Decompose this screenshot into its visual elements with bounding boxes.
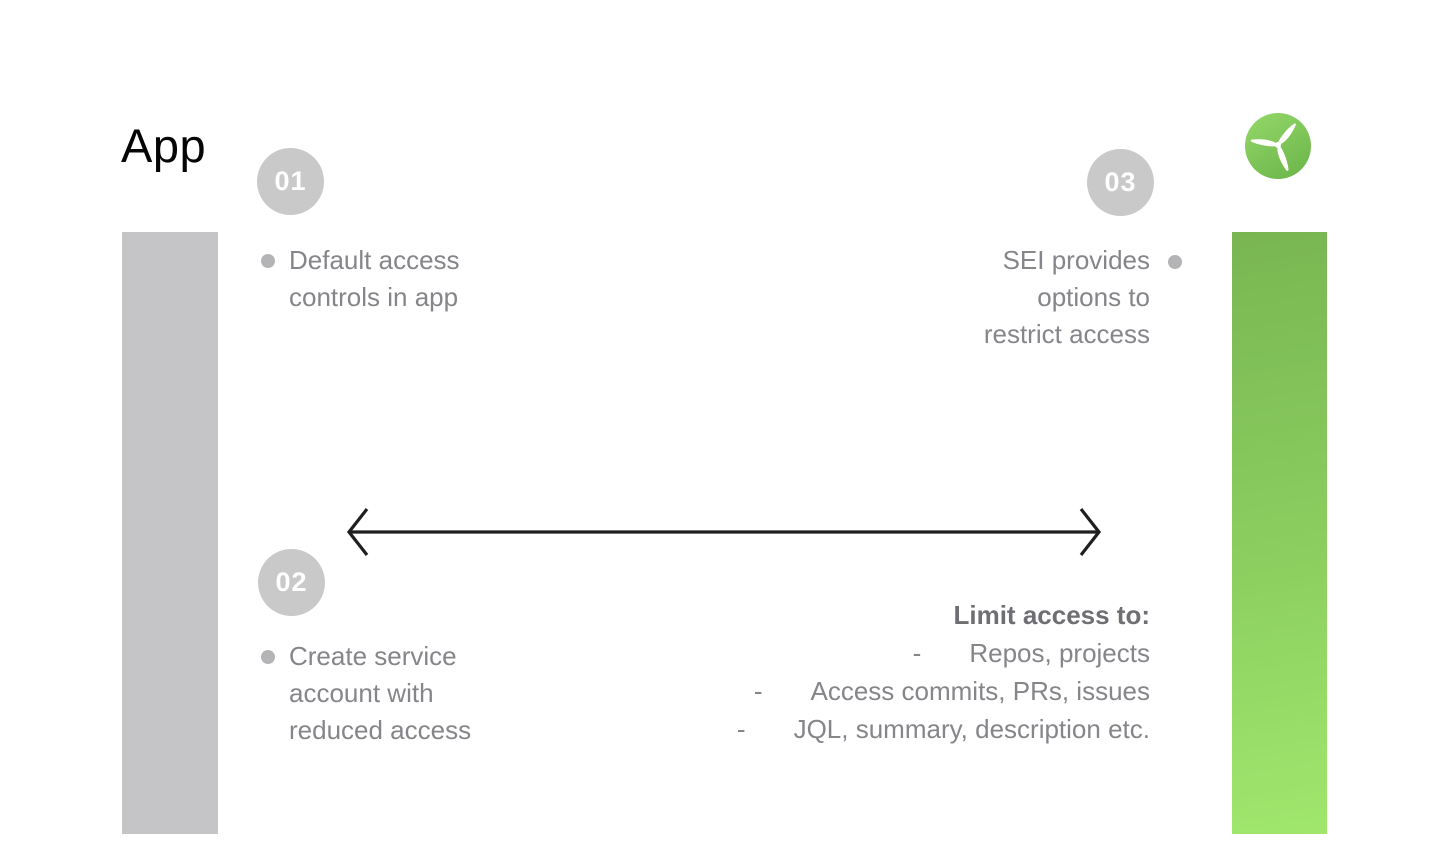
step-text-line: account with: [289, 678, 434, 708]
step-text-line: options to: [1037, 282, 1150, 312]
step-text-line: SEI provides: [1002, 245, 1150, 275]
list-item-text: JQL, summary, description etc.: [793, 714, 1150, 744]
step-text-default-access: Default access controls in app: [289, 242, 460, 316]
step-text-line: reduced access: [289, 715, 472, 745]
limit-access-block: Limit access to: - Repos, projects - Acc…: [737, 596, 1150, 748]
dash-bullet: -: [912, 638, 922, 668]
bullet-dot-icon: [261, 650, 275, 664]
bullet-dot-icon: [1168, 255, 1182, 269]
step-number-02: 02: [275, 567, 308, 597]
step-text-sei-restrict: SEI provides options to restrict access: [984, 242, 1150, 353]
right-green-bar: [1232, 232, 1327, 834]
list-item-text: Access commits, PRs, issues: [810, 676, 1150, 706]
step-badge-01: 01: [257, 148, 324, 215]
step-text-line: controls in app: [289, 282, 459, 312]
step-text-line: restrict access: [983, 319, 1150, 349]
bullet-dot-icon: [261, 254, 275, 268]
list-item: - Repos, projects: [737, 634, 1150, 672]
step-badge-02: 02: [258, 549, 325, 616]
step-badge-03: 03: [1087, 149, 1154, 216]
step-text-service-account: Create service account with reduced acce…: [289, 638, 471, 749]
propeller-logo-icon: [1245, 113, 1311, 179]
list-item-text: Repos, projects: [969, 638, 1150, 668]
double-arrow-icon: [346, 508, 1102, 556]
left-gray-bar: [122, 232, 218, 834]
step-text-line: Default access: [289, 245, 460, 275]
dash-bullet: -: [753, 676, 763, 706]
step-number-01: 01: [274, 166, 307, 196]
step-number-03: 03: [1104, 167, 1137, 197]
dash-bullet: -: [736, 714, 746, 744]
page-title: App: [121, 119, 207, 172]
list-item: - JQL, summary, description etc.: [737, 710, 1150, 748]
step-text-line: Create service: [289, 641, 457, 671]
limit-access-heading: Limit access to:: [953, 600, 1150, 630]
list-item: - Access commits, PRs, issues: [737, 672, 1150, 710]
